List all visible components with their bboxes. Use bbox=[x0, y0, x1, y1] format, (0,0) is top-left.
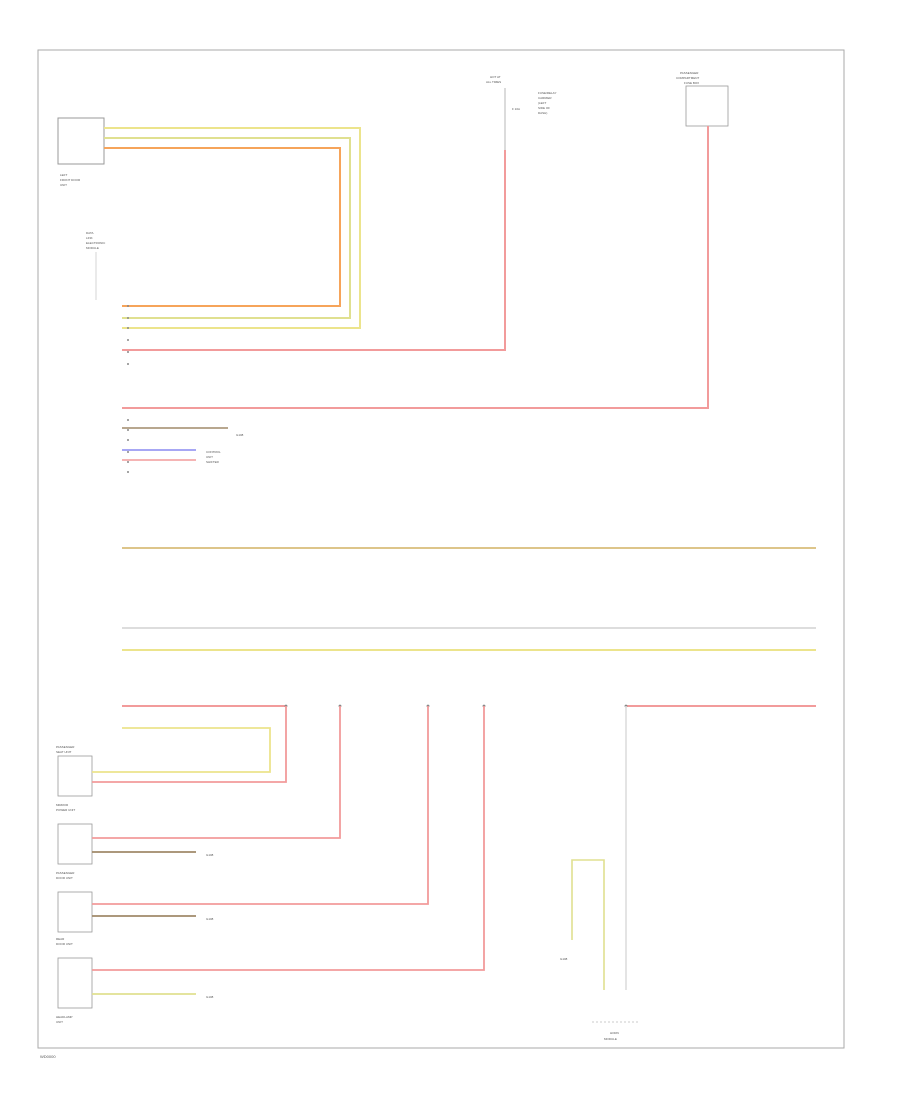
svg-text:MODULE: MODULE bbox=[86, 246, 99, 250]
svg-text:POWER UNIT: POWER UNIT bbox=[56, 808, 75, 812]
svg-text:SIDE OF: SIDE OF bbox=[538, 106, 550, 110]
svg-text:CONTROL: CONTROL bbox=[206, 450, 221, 454]
svg-text:(LEFT: (LEFT bbox=[538, 101, 547, 105]
horn-module: HORN MODULE bbox=[604, 1031, 619, 1041]
svg-text:DOOR UNIT: DOOR UNIT bbox=[56, 876, 73, 880]
svg-text:MODULE: MODULE bbox=[604, 1037, 617, 1041]
front-door-wires bbox=[104, 127, 361, 329]
svg-text:UNIT: UNIT bbox=[56, 1020, 63, 1024]
headlamp-wires bbox=[92, 706, 485, 995]
diagram-code: WD0000 bbox=[40, 1054, 56, 1059]
fuse-feed-wire bbox=[122, 150, 506, 351]
svg-text:DOOR UNIT: DOOR UNIT bbox=[56, 942, 73, 946]
svg-text:PASSENGER: PASSENGER bbox=[56, 745, 75, 749]
passenger-door-unit: PASSENGER DOOR UNIT bbox=[56, 823, 93, 880]
svg-text:ELECTRONIC: ELECTRONIC bbox=[86, 241, 106, 245]
svg-text:FUSE BOX: FUSE BOX bbox=[684, 81, 699, 85]
front-door-unit: LEFT FRONT DOOR UNIT bbox=[57, 117, 105, 187]
ground-ref-1: G108 bbox=[236, 433, 244, 437]
module-connector-pins bbox=[127, 305, 129, 473]
svg-text:FUSE/RELAY: FUSE/RELAY bbox=[538, 91, 556, 95]
svg-text:LEFT: LEFT bbox=[60, 173, 68, 177]
passenger-door-wires bbox=[92, 706, 341, 853]
svg-text:UNIT: UNIT bbox=[60, 183, 67, 187]
svg-text:SEAT UNIT: SEAT UNIT bbox=[56, 750, 72, 754]
horn-module-wires bbox=[571, 706, 627, 990]
diagram-frame bbox=[37, 49, 845, 1049]
headlamp-unit: HEADLAMP UNIT bbox=[56, 957, 93, 1024]
svg-text:DATA: DATA bbox=[86, 231, 94, 235]
ground-ref-6: G108 bbox=[560, 957, 568, 961]
module-misc-wires bbox=[122, 427, 228, 461]
svg-text:PASSENGER: PASSENGER bbox=[56, 871, 75, 875]
svg-text:HEADLAMP: HEADLAMP bbox=[56, 1015, 73, 1019]
svg-text:HORN: HORN bbox=[610, 1031, 619, 1035]
svg-text:FRONT DOOR: FRONT DOOR bbox=[60, 178, 81, 182]
tap-points bbox=[284, 704, 628, 708]
svg-text:CARRIER: CARRIER bbox=[538, 96, 552, 100]
ground-ref-5: G108 bbox=[206, 995, 214, 999]
long-horizontal-wires bbox=[122, 547, 816, 651]
rear-door-wires bbox=[92, 706, 429, 917]
svg-text:PASSENGER: PASSENGER bbox=[680, 71, 699, 75]
svg-text:DASH): DASH) bbox=[538, 111, 547, 115]
svg-text:LINK: LINK bbox=[86, 236, 93, 240]
svg-text:F 10A: F 10A bbox=[512, 107, 520, 111]
ground-ref-4: G108 bbox=[206, 917, 214, 921]
rear-door-unit: REAR DOOR UNIT bbox=[56, 891, 93, 946]
svg-text:MIRROR: MIRROR bbox=[56, 803, 69, 807]
hot-at-all-times-fuse: HOT AT ALL TIMES FUSE/RELAY CARRIER (LEF… bbox=[486, 75, 556, 150]
svg-text:UNIT: UNIT bbox=[206, 455, 213, 459]
fuse-box-feed-wire bbox=[122, 126, 709, 409]
passenger-seat-unit: PASSENGER SEAT UNIT MIRROR POWER UNIT bbox=[56, 745, 93, 812]
svg-text:HOT AT: HOT AT bbox=[490, 75, 501, 79]
seat-unit-wires bbox=[92, 706, 287, 783]
svg-text:ALL TIMES: ALL TIMES bbox=[486, 80, 501, 84]
passenger-compartment-fuse-box: PASSENGER COMPARTMENT FUSE BOX bbox=[676, 71, 729, 127]
ground-ref-3: G108 bbox=[206, 853, 214, 857]
svg-text:REAR: REAR bbox=[56, 937, 65, 941]
svg-text:COMPARTMENT: COMPARTMENT bbox=[676, 76, 699, 80]
control-unit-shifter-ref: CONTROL UNIT SHIFTER bbox=[206, 450, 221, 464]
svg-text:SHIFTER: SHIFTER bbox=[206, 460, 220, 464]
data-link-module: DATA LINK ELECTRONIC MODULE bbox=[86, 231, 106, 300]
